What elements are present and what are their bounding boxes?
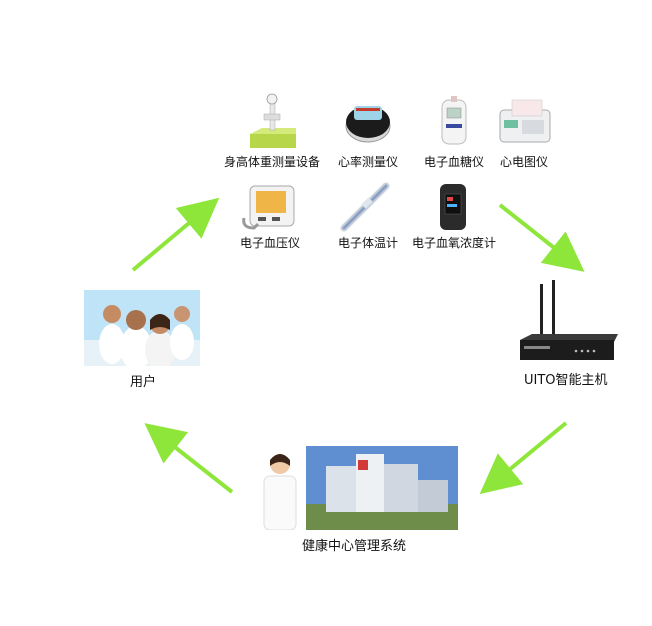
arrow-center-to-user — [157, 433, 232, 492]
thermometer-label: 电子体温计 — [338, 236, 398, 250]
glucose-meter-image — [436, 96, 472, 148]
thermometer-image — [336, 182, 392, 234]
user-label: 用户 — [130, 376, 156, 390]
blood-pressure-label: 电子血压仪 — [240, 236, 300, 250]
arrow-user-to-devices — [133, 208, 207, 270]
height-weight-scale-image — [248, 92, 298, 150]
health-center-label: 健康中心管理系统 — [302, 540, 406, 554]
health-center-photo — [258, 446, 458, 530]
host-label: UITO智能主机 — [524, 374, 608, 388]
oximeter-label: 电子血氧浓度计 — [412, 236, 496, 250]
heart-rate-monitor-image — [342, 96, 394, 148]
glucose-label: 电子血糖仪 — [424, 155, 484, 169]
heart-rate-label: 心率测量仪 — [338, 155, 398, 169]
ecg-machine-image — [498, 98, 552, 146]
user-family-photo — [84, 290, 200, 366]
pulse-oximeter-image — [436, 182, 470, 232]
blood-pressure-monitor-image — [242, 182, 298, 232]
arrow-devices-to-host — [500, 205, 572, 262]
height-weight-label: 身高体重测量设备 — [224, 155, 320, 169]
smart-host-image — [518, 280, 618, 366]
arrow-host-to-center — [492, 423, 566, 484]
ecg-label: 心电图仪 — [500, 155, 548, 169]
